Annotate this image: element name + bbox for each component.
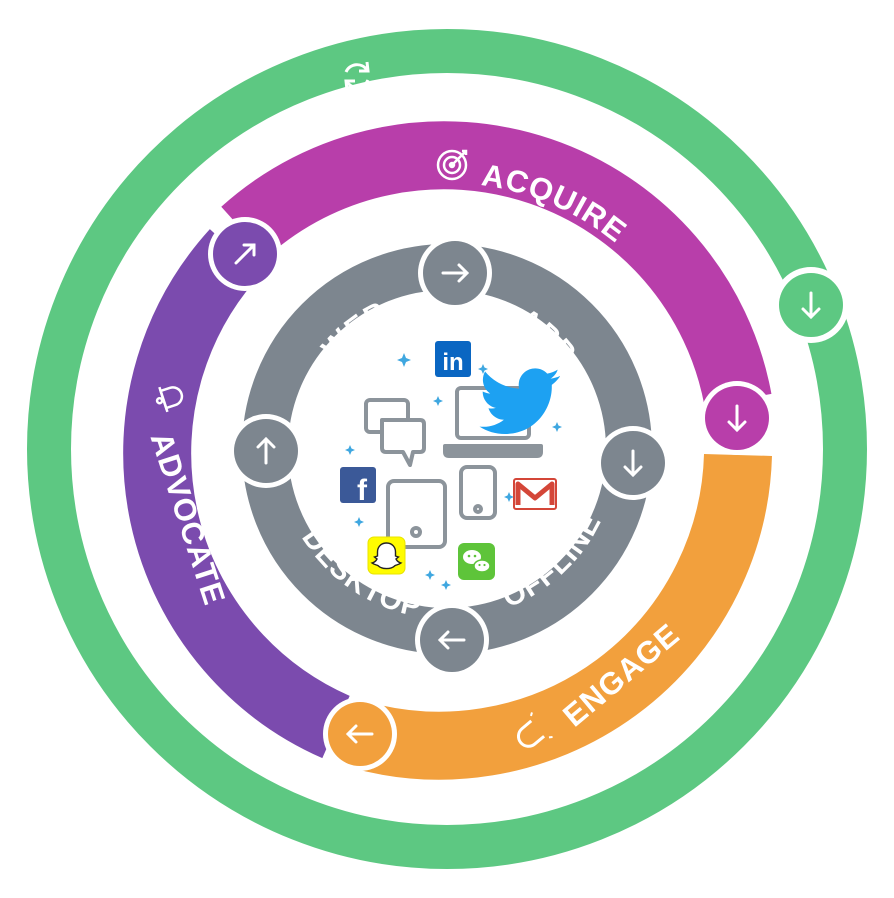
web-arrow-button[interactable]: [418, 236, 492, 310]
arrow-down-icon: [623, 449, 643, 478]
arrow-right-icon: [441, 263, 470, 283]
advocate-arrow-button[interactable]: [208, 217, 282, 291]
stage-ring: [123, 121, 772, 780]
gmail-icon: [513, 478, 557, 510]
desktop-arrow-button[interactable]: [415, 603, 489, 677]
arrow-down-icon: [727, 404, 747, 433]
magnet-icon: [517, 712, 553, 748]
phone-icon: [459, 465, 497, 520]
twitter-icon: [479, 368, 561, 434]
offline-arrow-button[interactable]: [229, 414, 303, 488]
chat-bubbles-icon: [364, 398, 426, 467]
target-icon: [436, 149, 468, 181]
wechat-icon: [458, 543, 495, 580]
snapchat-icon: [367, 536, 406, 575]
engage-arrow-button[interactable]: [323, 697, 397, 771]
retain-arrow-button[interactable]: [773, 267, 849, 343]
svg-text:f: f: [357, 474, 368, 507]
arrow-left-icon: [345, 724, 374, 744]
facebook-icon: f: [340, 467, 376, 507]
arrow-up-icon: [256, 436, 276, 465]
svg-text:in: in: [442, 349, 463, 376]
acquire-segment: [221, 121, 772, 407]
arrow-left-icon: [437, 630, 466, 650]
center-icons: in f: [340, 341, 562, 590]
tablet-icon: [386, 479, 447, 549]
bell-icon: [155, 386, 184, 413]
app-arrow-button[interactable]: [596, 426, 670, 500]
acquire-arrow-button[interactable]: [700, 381, 774, 455]
arrow-up-right-icon: [234, 243, 256, 265]
linkedin-icon: in: [435, 341, 471, 377]
advocate-segment: [123, 229, 350, 759]
refresh-icon: [344, 61, 370, 91]
engage-segment: [351, 453, 772, 780]
arrow-down-icon: [801, 291, 821, 320]
retain-ring: [27, 29, 867, 869]
